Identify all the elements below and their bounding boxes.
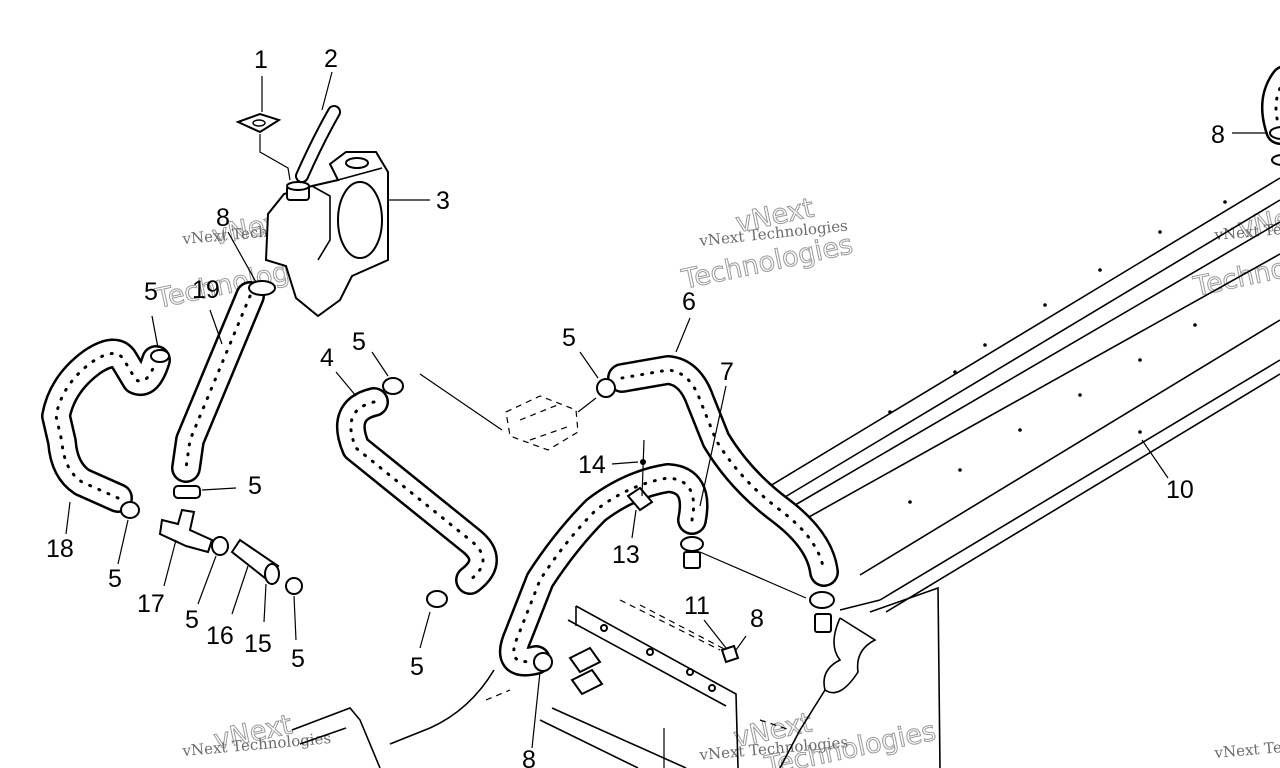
callout-4: 4 (320, 344, 334, 372)
callout-10: 10 (1166, 476, 1194, 504)
thermostat-housing (505, 395, 597, 451)
coolant-tank (264, 151, 430, 318)
callout-6: 6 (682, 288, 696, 316)
callout-8: 8 (522, 746, 536, 768)
callout-19: 19 (192, 276, 220, 304)
callout-14: 14 (578, 451, 606, 479)
callout-5: 5 (410, 653, 424, 681)
callout-11: 11 (684, 592, 710, 620)
callout-15: 15 (244, 630, 272, 658)
callout-1: 1 (254, 46, 268, 74)
callout-5: 5 (352, 328, 366, 356)
upper-right-hose-end (1232, 65, 1280, 166)
hose-7 (498, 385, 807, 749)
callout-2: 2 (324, 45, 338, 73)
radiator-cap (235, 76, 291, 181)
tee-fitting-group (158, 508, 303, 641)
tunnel-frame (759, 177, 1280, 768)
callout-7: 7 (720, 358, 734, 386)
callout-17: 17 (137, 590, 165, 618)
mounting-plate (485, 599, 791, 768)
callout-13: 13 (612, 541, 640, 569)
callout-18: 18 (46, 535, 74, 563)
lower-bracket (291, 669, 495, 768)
callout-5: 5 (185, 606, 199, 634)
hose-18 (41, 315, 171, 565)
callout-8: 8 (750, 605, 764, 633)
callout-8: 8 (216, 204, 230, 232)
hose-clip (611, 439, 654, 539)
callout-5: 5 (248, 472, 262, 500)
vent-hose (295, 71, 341, 183)
watermark-text: vNext Technologies (1213, 731, 1280, 762)
callout-5: 5 (562, 324, 576, 352)
callout-3: 3 (436, 187, 450, 215)
callout-5: 5 (291, 645, 305, 673)
callout-16: 16 (206, 622, 234, 650)
frame-rivets (888, 200, 1227, 504)
hose-4 (335, 351, 503, 649)
callout-5: 5 (144, 278, 158, 306)
hose-19 (171, 231, 276, 499)
hose-6 (579, 317, 839, 633)
callout-5: 5 (108, 565, 122, 593)
callout-8: 8 (1211, 121, 1225, 149)
callout-labels: 1 2 3 4 5 5 5 5 5 5 5 5 6 7 8 8 8 8 10 1… (46, 45, 1225, 768)
